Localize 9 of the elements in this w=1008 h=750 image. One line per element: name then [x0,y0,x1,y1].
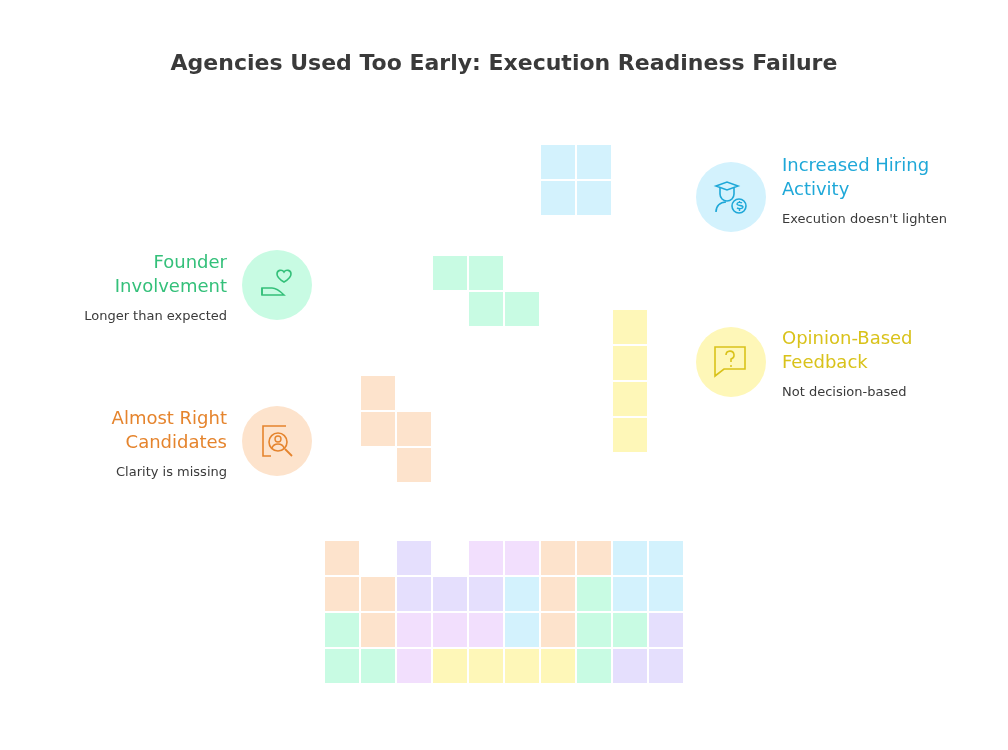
diagram-title: Agencies Used Too Early: Execution Readiness Failure [169,50,839,75]
item-description: Execution doesn't lighten [782,210,948,228]
item-heading: Founder Involvement [113,250,227,298]
item-heading: Almost Right Candidates [110,406,227,454]
item-description: Clarity is missing [115,463,227,481]
item-heading: Increased Hiring Activity [782,153,931,201]
item-heading: Opinion-Based Feedback [782,326,914,374]
item-description: Not decision-based [782,383,908,401]
item-description: Longer than expected [83,307,227,325]
